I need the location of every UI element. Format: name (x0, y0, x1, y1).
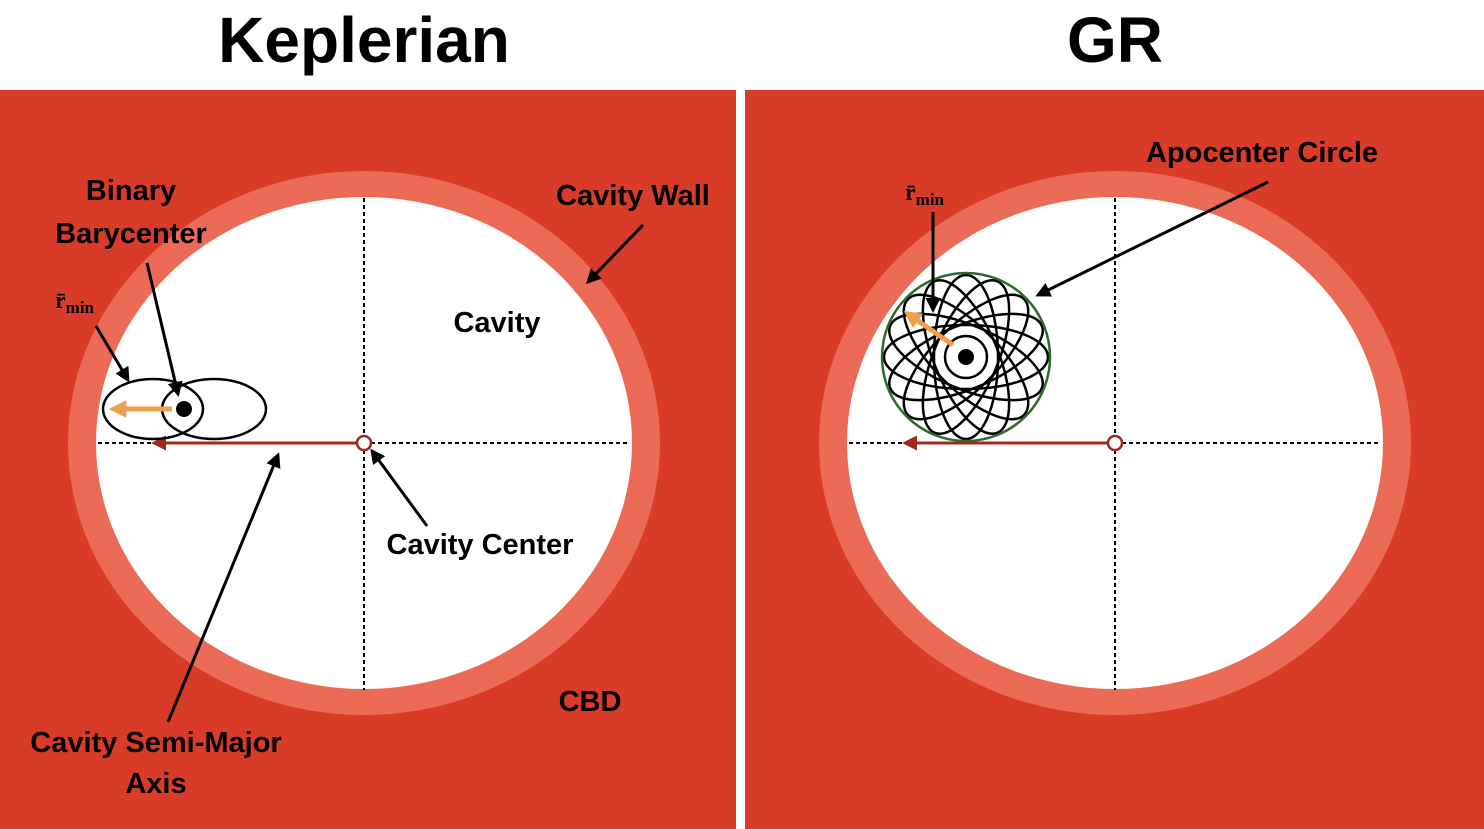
pointer-cavity-wall (585, 223, 645, 285)
precessing-orbits (880, 271, 1052, 443)
label-apocenter-circle: Apocenter Circle (1146, 137, 1378, 169)
pointer-apocenter-circle (1035, 180, 1269, 297)
gr-panel: Apocenter Circle r̄min (745, 90, 1484, 829)
pointer-cavity-center (370, 448, 429, 527)
binary-barycenter-dot-gr (958, 349, 974, 365)
orbit (921, 279, 1011, 435)
keplerian-panel: Binary Barycenter Cavity Wall Cavity Cav… (0, 90, 736, 829)
orbit (888, 312, 1044, 402)
apocenter-circle (880, 271, 1052, 443)
label-cavity: Cavity (453, 307, 540, 339)
rmin-arrow-gr (903, 311, 955, 348)
cavity-center-marker-gr (1106, 434, 1124, 452)
orbit (888, 312, 1044, 402)
label-rmin-left: r̄min (55, 288, 95, 317)
panel-title-keplerian: Keplerian (218, 4, 510, 76)
label-barycenter: Barycenter (55, 218, 207, 250)
pointer-rmin-left (94, 325, 130, 383)
label-binary: Binary (86, 175, 176, 207)
panel-title-gr: GR (1067, 4, 1163, 76)
pointer-binary-barycenter (145, 262, 183, 397)
orbit (902, 293, 1030, 421)
label-semi-major-line2: Axis (125, 768, 186, 800)
pointer-semi-major-axis (166, 452, 281, 723)
label-cavity-center: Cavity Center (387, 529, 574, 561)
orbit (932, 273, 1000, 441)
orbit (882, 323, 1050, 391)
label-cbd: CBD (559, 686, 622, 718)
label-rmin-gr: r̄min (905, 180, 945, 209)
orbit (902, 293, 1030, 421)
binary-barycenter-dot (176, 401, 192, 417)
cavity-center-marker (355, 434, 373, 452)
label-semi-major-line1: Cavity Semi-Major (30, 727, 281, 759)
label-cavity-wall: Cavity Wall (556, 180, 710, 212)
binary-orbit-left (101, 377, 205, 441)
orbit (921, 279, 1011, 435)
